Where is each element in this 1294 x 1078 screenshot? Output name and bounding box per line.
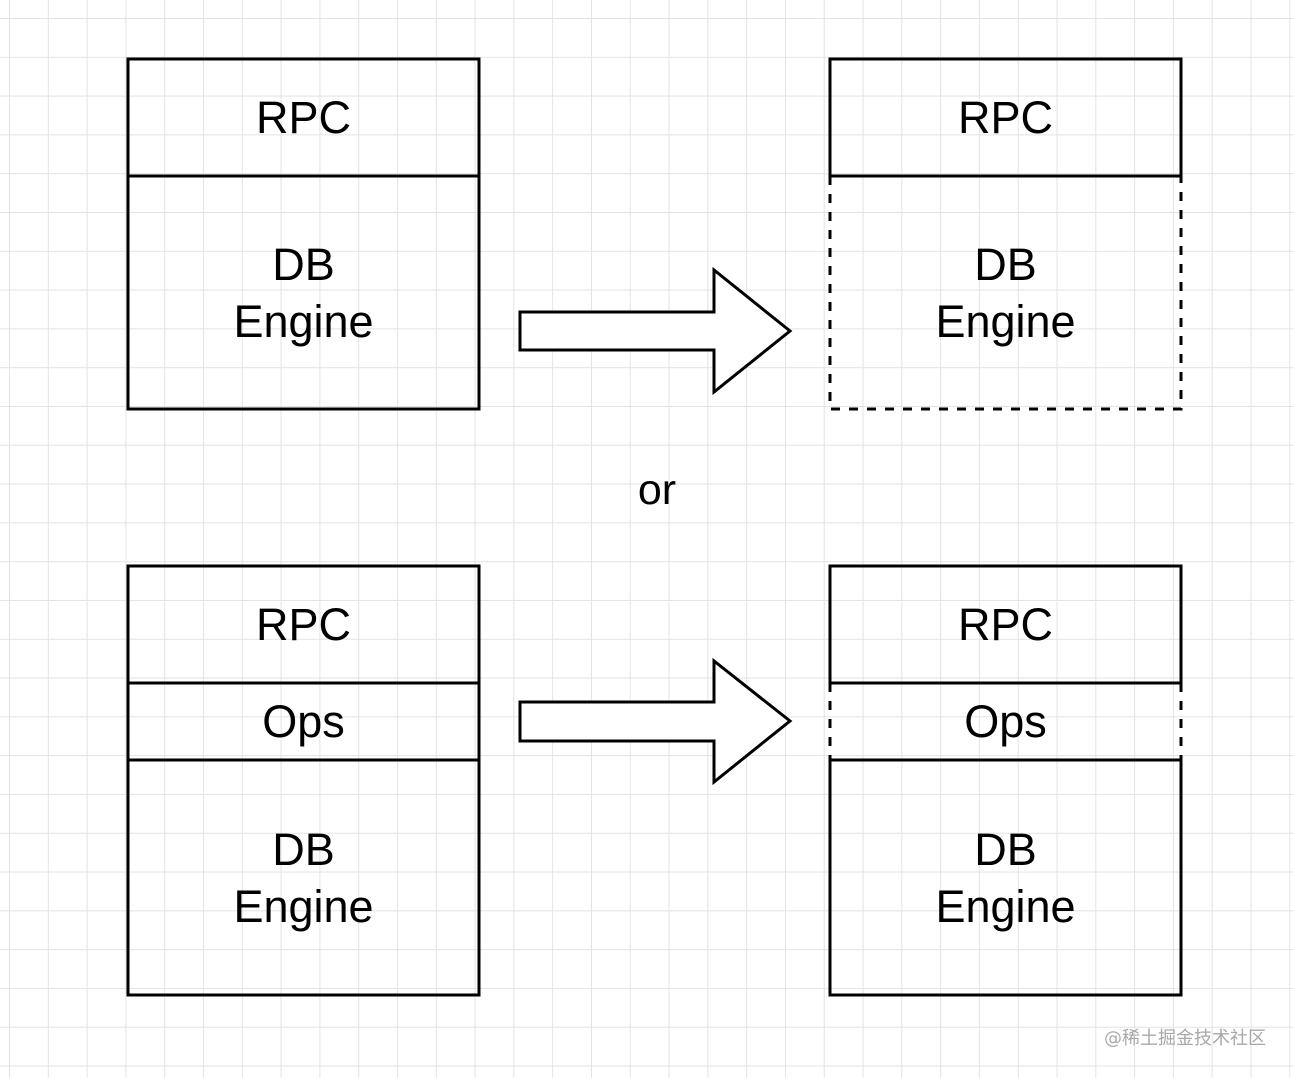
bottom-before-ops-label: Ops (262, 696, 345, 747)
bottom-after-ops-label: Ops (964, 696, 1047, 747)
bottom-before-engine-box (126, 758, 481, 997)
bottom-before-engine-label: DB Engine (233, 823, 374, 932)
bottom-arrow-icon (518, 657, 793, 786)
bottom-after-rpc-label: RPC (957, 599, 1053, 650)
watermark: @稀土掘金技术社区 (1104, 1028, 1266, 1049)
bottom-after-engine-box (828, 758, 1183, 997)
bottom-after-rpc-box (828, 564, 1183, 685)
top-after-engine-label: DB Engine (935, 238, 1076, 347)
top-before-engine-box (126, 174, 481, 411)
top-arrow-icon (518, 266, 793, 396)
top-after-rpc-label: RPC (957, 92, 1053, 143)
top-after-engine-dashed-box (828, 176, 1183, 411)
top-before-rpc-label: RPC (255, 92, 351, 143)
bottom-before-rpc-label: RPC (255, 599, 351, 650)
bottom-after-engine-label: DB Engine (935, 823, 1076, 932)
top-after-rpc-box (828, 57, 1183, 178)
or-separator-label: or (637, 465, 677, 514)
top-before-engine-label: DB Engine (233, 238, 374, 347)
